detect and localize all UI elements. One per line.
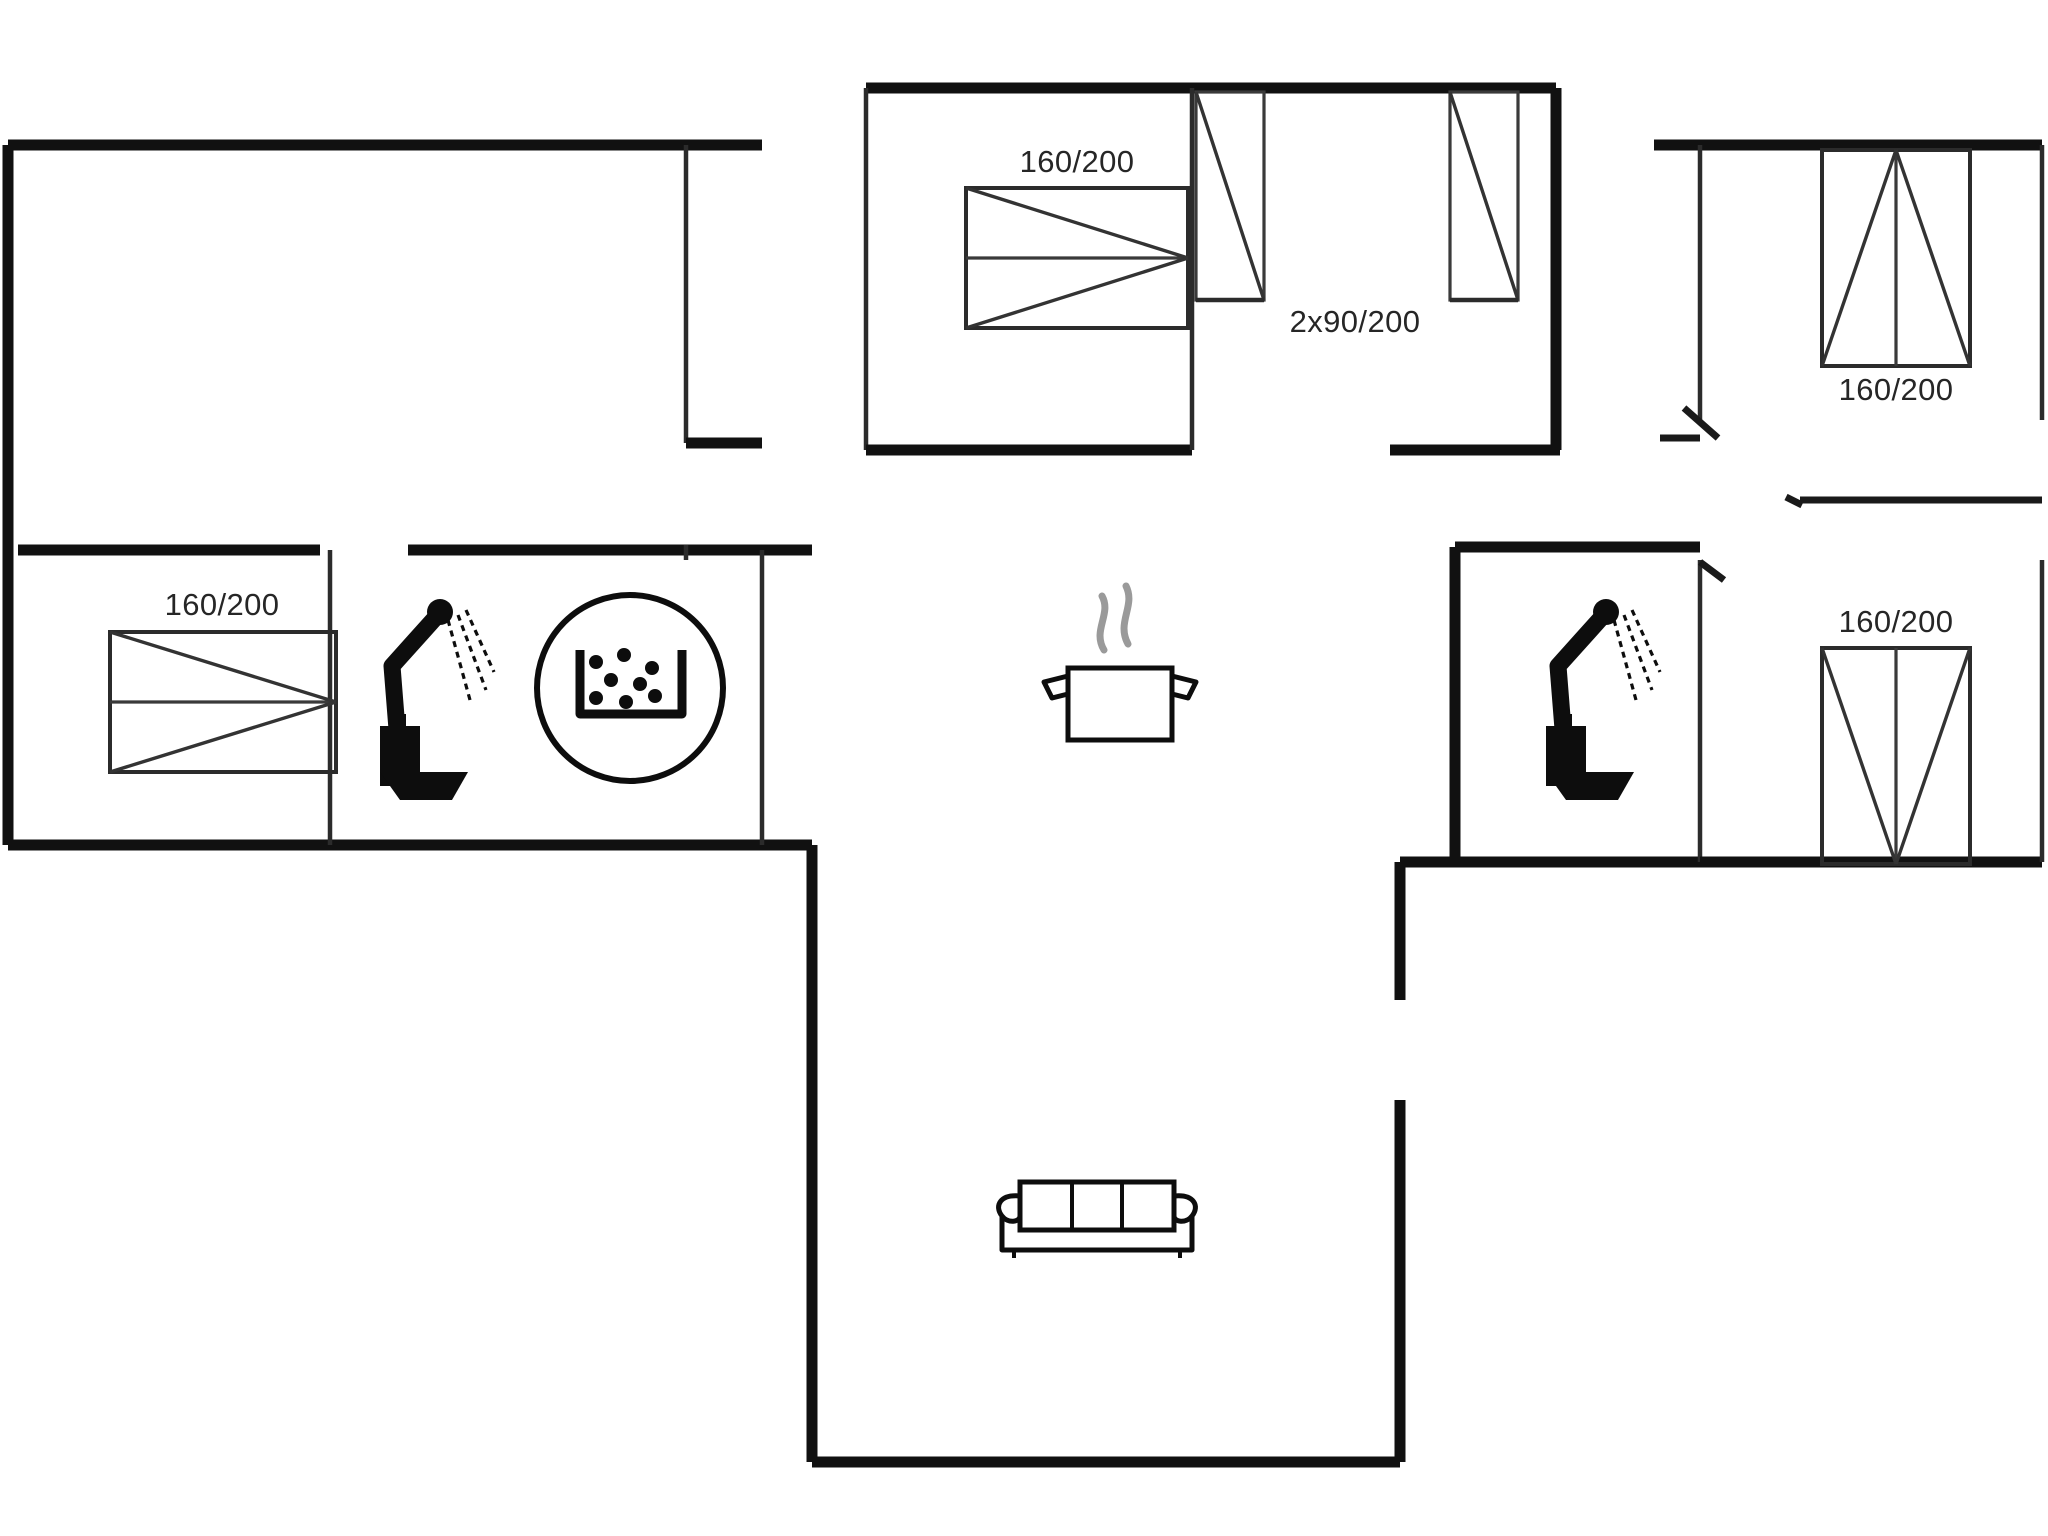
door-middle-left[interactable]: [1194, 90, 1266, 303]
shower-icon-right-spray: [1612, 609, 1662, 701]
bed-right-lower-diag-left: [1820, 647, 1898, 865]
room-bathroom-left: [8, 544, 812, 851]
bed-left-lower: [108, 630, 338, 774]
door-hinge-rightbath: [1697, 559, 1727, 583]
sofa-icon-base: [999, 1216, 1195, 1253]
bed-right-lower: [1820, 646, 1972, 866]
shower-icon-right-head: [1593, 599, 1619, 625]
shower-icon-left-head: [427, 599, 453, 625]
cooking-pot-icon-steam-right: [1120, 582, 1133, 648]
toilet-icon-left: [380, 714, 468, 800]
bed-top-middle-diag-upper: [965, 186, 1189, 260]
room-bathroom-right: [1400, 541, 2045, 868]
cooking-pot-icon-steam-left: [1096, 592, 1109, 654]
bed-left-lower-diag-upper: [109, 630, 337, 704]
cooking-pot-icon: [1041, 582, 1199, 743]
washing-machine-icon-basin: [575, 650, 687, 719]
toilet-icon-right-cistern-top: [1558, 714, 1572, 728]
door-hinge-right-mid: [1784, 493, 1804, 509]
bed-top-right-diag-right: [1894, 149, 1972, 367]
washing-machine-icon-bubbles: [589, 648, 662, 709]
bed-right-lower-diag-right: [1894, 647, 1972, 865]
label-bed-left-lower: 160/200: [165, 587, 280, 622]
room-living-kitchen: [806, 582, 1406, 1468]
toilet-icon-left-cistern-top: [392, 714, 406, 728]
toilet-icon-right-bowl: [1546, 772, 1634, 800]
washing-machine-icon-drum: [534, 592, 726, 784]
door-middle-right-swing: [1448, 91, 1520, 301]
bed-left-lower-diag-lower: [109, 700, 337, 774]
door-middle-right[interactable]: [1448, 90, 1520, 303]
door-middle-left-swing: [1194, 91, 1266, 301]
washing-machine-icon: [534, 592, 726, 784]
sofa-icon: [996, 1179, 1198, 1258]
bed-top-middle-diag-lower: [965, 256, 1189, 330]
room-bedroom-top-left: [2, 139, 762, 845]
room-bedroom-top-right: [1654, 139, 2045, 509]
cooking-pot-icon-handle-right: [1171, 673, 1199, 701]
label-doors-middle: 2x90/200: [1290, 304, 1421, 339]
bed-top-right: [1820, 148, 1972, 368]
label-bed-right-lower: 160/200: [1839, 604, 1954, 639]
label-bed-top-middle: 160/200: [1020, 144, 1135, 179]
sofa-icon-backrest: [1017, 1179, 1177, 1233]
room-bedroom-top-middle: [863, 82, 1562, 456]
label-bed-top-right: 160/200: [1839, 372, 1954, 407]
cooking-pot-icon-body: [1065, 665, 1175, 743]
toilet-icon-right: [1546, 714, 1634, 800]
door-hinge-topright-upper: [1681, 405, 1721, 441]
bed-top-middle: [964, 186, 1190, 330]
bed-top-right-diag-left: [1820, 149, 1898, 367]
toilet-icon-left-bowl: [380, 772, 468, 800]
cooking-pot-icon-handle-left: [1041, 673, 1069, 701]
shower-icon-left-spray: [446, 609, 496, 701]
